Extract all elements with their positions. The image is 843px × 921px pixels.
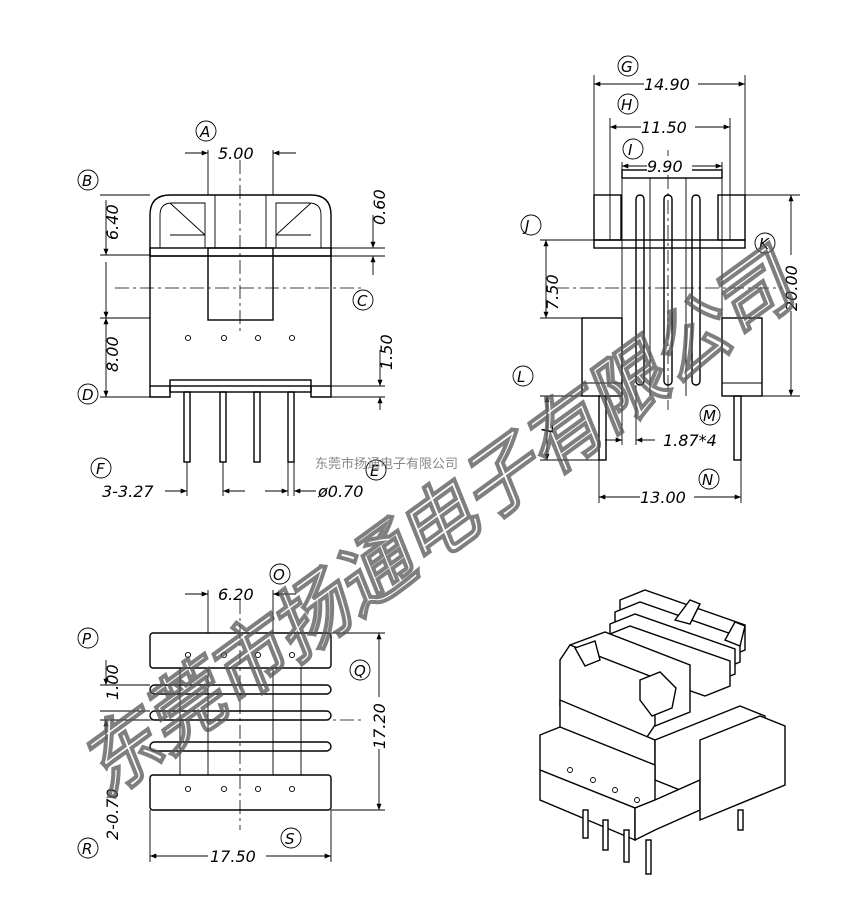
dim-side-slots: 1.87*4 (663, 431, 717, 450)
dim-pin-dia: ø0.70 (317, 482, 363, 501)
top-view: 6.20 O 1.00 P 2-0.70 R 17.20 Q 17.50 S (77, 563, 389, 866)
label-g: G (621, 58, 633, 76)
label-l: L (517, 368, 525, 386)
dim-side-7-50: 7.50 (543, 274, 562, 310)
label-r: R (82, 840, 92, 858)
front-view: 5.00 A 6.40 B 8.00 D 0.60 1.50 C 3-3.27 (77, 120, 396, 501)
label-h: H (621, 96, 632, 114)
dim-top-17-20: 17.20 (370, 703, 389, 749)
label-j: J (522, 217, 529, 235)
label-n: N (702, 471, 713, 489)
label-i: I (628, 141, 633, 159)
dim-front-6-40: 6.40 (103, 204, 122, 240)
dim-side-14-90: 14.90 (644, 75, 690, 94)
isometric-view (539, 589, 786, 875)
dim-front-1-50: 1.50 (377, 334, 396, 370)
watermark-small-text: 东莞市扬通电子有限公司 (315, 456, 458, 472)
label-k: K (759, 235, 770, 253)
label-o: O (273, 566, 285, 584)
dim-side-20-00: 20.00 (782, 265, 801, 311)
dim-front-5: 5.00 (218, 144, 254, 163)
dim-side-11-50: 11.50 (641, 118, 687, 137)
label-m: M (703, 407, 716, 425)
dim-side-13-00: 13.00 (640, 488, 686, 507)
label-c: C (357, 292, 368, 310)
label-e: E (370, 462, 380, 480)
dim-top-1-00: 1.00 (103, 664, 122, 700)
dim-front-0-60: 0.60 (370, 189, 389, 225)
label-f: F (96, 460, 105, 478)
dim-top-2-0-70: 2-0.70 (103, 788, 122, 840)
dim-front-8: 8.00 (103, 336, 122, 372)
label-d: D (82, 386, 94, 404)
label-q: Q (354, 662, 366, 680)
dim-side-L: L (538, 424, 557, 433)
dim-top-6-20: 6.20 (218, 585, 254, 604)
dim-pin-pitch: 3-3.27 (102, 482, 154, 501)
label-p: P (82, 630, 92, 648)
label-b: B (82, 172, 92, 190)
dim-top-17-50: 17.50 (210, 847, 256, 866)
label-a: A (199, 123, 210, 141)
dim-side-9-90: 9.90 (647, 157, 683, 176)
side-view: 14.90 G 11.50 H 9.90 I 7.50 J 20.00 K L (512, 55, 801, 507)
label-s: S (285, 830, 295, 848)
